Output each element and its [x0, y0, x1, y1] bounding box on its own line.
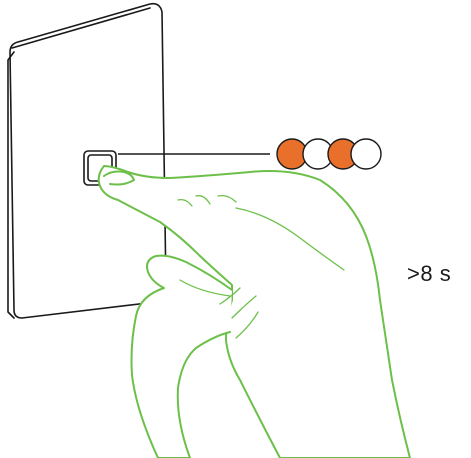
hold-duration-label: >8 s	[407, 261, 452, 286]
hand-outline	[97, 165, 411, 458]
hand	[97, 165, 411, 458]
finger-crease-2	[235, 311, 259, 339]
led-4	[350, 138, 382, 170]
knuckle-crease-2	[195, 195, 211, 205]
led-indicator	[276, 138, 382, 170]
palm-line-2	[179, 279, 231, 297]
finger-crease-3	[219, 287, 241, 305]
device-plate-side	[7, 51, 15, 319]
knuckle-crease-1	[177, 198, 193, 207]
knuckle-crease-3	[217, 194, 237, 203]
device-plate-bevel	[11, 7, 151, 49]
palm-line-1	[235, 207, 345, 271]
fingernail	[103, 170, 135, 186]
finger-crease-1	[231, 295, 257, 319]
hand-lower-fingers	[130, 254, 233, 458]
